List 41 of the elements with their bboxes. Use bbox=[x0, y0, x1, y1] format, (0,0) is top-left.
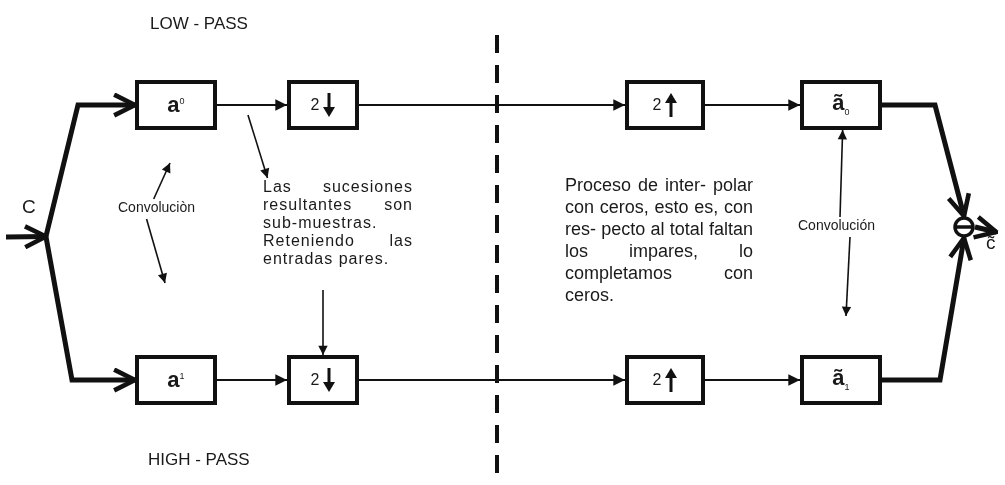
arrow bbox=[704, 374, 801, 386]
block-label: ã$_{0}$ bbox=[832, 92, 850, 118]
block-label: 2 bbox=[310, 372, 320, 388]
arrow bbox=[216, 374, 288, 386]
note-text: Las sucesiones resultantes son sub-muestras. Reteniendo las entradas pares. bbox=[263, 178, 413, 268]
block-label: ã$_{1}$ bbox=[832, 367, 850, 393]
text-label: Convoluciòn bbox=[118, 199, 197, 215]
filter-box bbox=[135, 80, 217, 130]
leader-arrow bbox=[247, 114, 270, 179]
block-label: a$^{1}$ bbox=[167, 369, 185, 391]
text-label: c̃ bbox=[986, 232, 997, 253]
band-heading: HIGH - PASS bbox=[148, 450, 250, 470]
arrow bbox=[216, 99, 288, 111]
arrow bbox=[882, 102, 972, 219]
block-label: 2 bbox=[652, 372, 662, 388]
filter-box bbox=[135, 355, 217, 405]
text-label: Convolución bbox=[798, 217, 877, 233]
filter-box bbox=[800, 80, 882, 130]
filter-box bbox=[287, 80, 359, 130]
leader-arrow bbox=[5, 224, 49, 250]
arrow bbox=[971, 214, 999, 240]
band-heading: LOW - PASS bbox=[150, 14, 248, 34]
arrow bbox=[704, 99, 801, 111]
leader-arrow bbox=[841, 236, 852, 317]
filter-box bbox=[625, 355, 705, 405]
arrow bbox=[358, 99, 626, 111]
summing-junction bbox=[953, 216, 975, 238]
filter-box bbox=[287, 355, 359, 405]
leader-arrow bbox=[318, 289, 328, 356]
leader-arrow bbox=[837, 129, 847, 218]
text-label: C bbox=[22, 196, 37, 217]
arrow bbox=[358, 374, 626, 386]
filter-box bbox=[625, 80, 705, 130]
filter-box bbox=[800, 355, 882, 405]
block-label: 2 bbox=[652, 97, 662, 113]
arrow bbox=[882, 235, 974, 383]
block-label: 2 bbox=[310, 97, 320, 113]
note-text: Proceso de inter- polar con ceros, esto es, con res- pecto al total faltan los impares, lo completamos con ceros. bbox=[565, 174, 753, 306]
leader-arrow bbox=[145, 218, 167, 284]
leader-arrow bbox=[152, 162, 171, 200]
block-label: a$^{0}$ bbox=[167, 94, 185, 116]
